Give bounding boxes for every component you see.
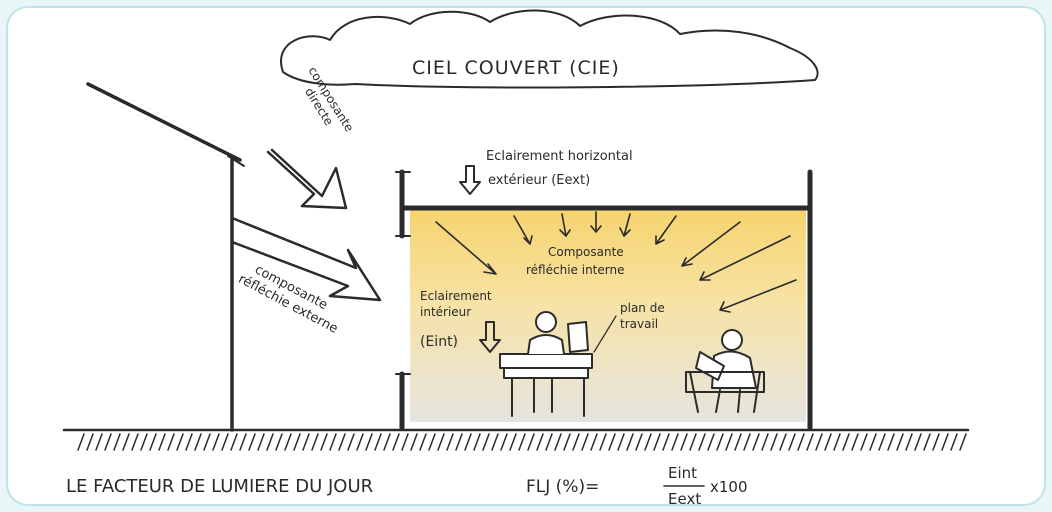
exterior-lighting-line1: Eclairement horizontal <box>486 149 633 164</box>
direct-component-label: composante directe <box>302 64 356 134</box>
internal-reflection-arrows <box>435 211 797 313</box>
neighbour-roof-edge <box>227 155 245 167</box>
window-frame <box>395 171 411 375</box>
exterior-lighting-arrow <box>459 165 481 195</box>
exterior-lighting-line2: extérieur (Eext) <box>488 173 590 188</box>
footer-title: LE FACTEUR DE LUMIERE DU JOUR <box>66 476 373 497</box>
direct-component-arrow <box>266 148 348 210</box>
internal-reflected-line2: réfléchie interne <box>526 263 624 277</box>
external-reflected-arrow <box>230 216 382 302</box>
room-walls <box>399 169 813 431</box>
interior-lighting-line1: Eclairement <box>420 289 492 303</box>
work-plane-pointer <box>593 315 617 353</box>
desk-worker-figure <box>499 311 593 417</box>
interior-lighting-line2: intérieur <box>420 305 471 319</box>
work-plane-line2: travail <box>620 317 658 331</box>
ground-hatching <box>77 433 967 451</box>
formula-suffix: x100 <box>710 478 748 496</box>
formula-prefix: FLJ (%)= <box>526 477 599 497</box>
neighbour-building <box>86 82 242 432</box>
formula-denominator: Eext <box>668 490 701 508</box>
internal-reflected-line1: Composante <box>548 245 624 259</box>
work-plane-line1: plan de <box>620 301 665 315</box>
interior-lighting-arrow <box>479 321 501 353</box>
interior-lighting-line3: (Eint) <box>420 334 458 350</box>
sky-label: CIEL COUVERT (CIE) <box>412 57 620 79</box>
cloud-shape <box>280 9 819 89</box>
reading-person-figure <box>685 329 765 413</box>
formula-numerator: Eint <box>668 464 697 482</box>
